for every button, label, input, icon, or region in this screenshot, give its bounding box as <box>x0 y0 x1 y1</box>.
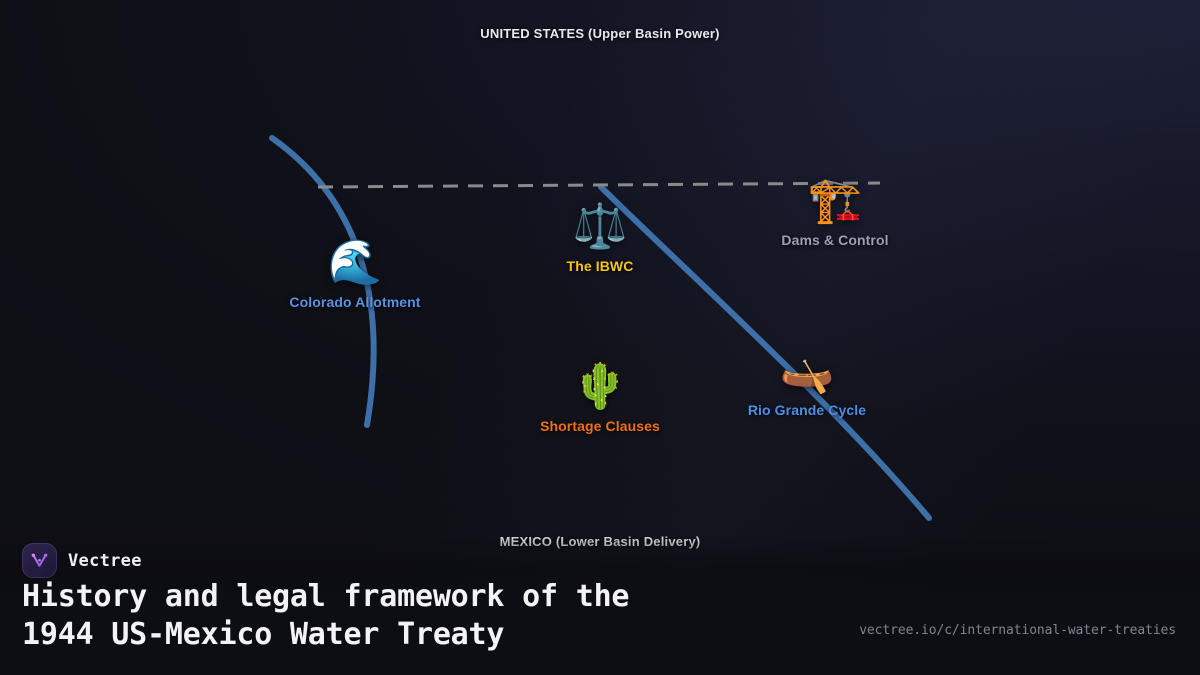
footer-panel <box>0 535 1200 675</box>
region-label-united-states: UNITED STATES (Upper Basin Power) <box>480 26 720 41</box>
balance-scale-icon: ⚖️ <box>572 201 628 252</box>
node-shortage-clauses[interactable]: 🌵 Shortage Clauses <box>470 361 730 435</box>
node-colorado-allotment[interactable]: 🌊 Colorado Allotment <box>225 237 485 311</box>
source-url: vectree.io/c/international-water-treatie… <box>859 623 1176 638</box>
colorado-river-curve <box>269 135 377 428</box>
node-rio-grande-cycle[interactable]: 🛶 Rio Grande Cycle <box>677 345 937 419</box>
water-wave-icon: 🌊 <box>327 237 383 288</box>
node-dams-and-control[interactable]: 🏗️ Dams & Control <box>705 175 965 249</box>
vectree-logo-icon <box>22 543 57 578</box>
construction-crane-icon: 🏗️ <box>807 175 863 226</box>
vectree-logo-glyph <box>31 553 48 567</box>
brand-row: Vectree <box>22 543 142 578</box>
node-label-colorado-allotment: Colorado Allotment <box>289 294 421 310</box>
brand-name: Vectree <box>68 550 142 571</box>
node-the-ibwc[interactable]: ⚖️ The IBWC <box>470 201 730 275</box>
node-label-shortage-clauses: Shortage Clauses <box>540 418 660 434</box>
rio-grande-river-curve <box>598 184 932 521</box>
page-title: History and legal framework of the 1944 … <box>22 579 630 652</box>
international-border-dashed-line <box>317 181 881 189</box>
canoe-icon: 🛶 <box>779 345 835 396</box>
node-label-rio-grande-cycle: Rio Grande Cycle <box>747 402 867 418</box>
cactus-icon: 🌵 <box>572 361 628 412</box>
node-label-dams-and-control: Dams & Control <box>781 232 889 248</box>
node-label-the-ibwc: The IBWC <box>566 258 634 274</box>
